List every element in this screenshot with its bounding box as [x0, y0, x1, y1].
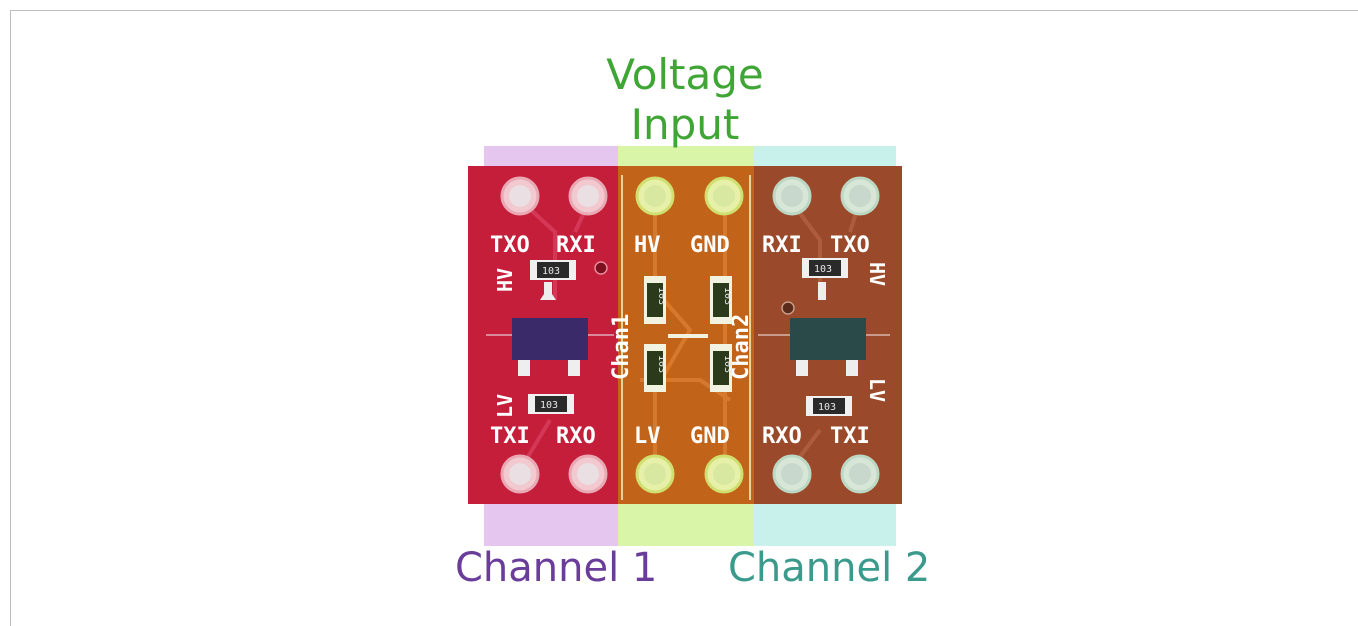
- resistor-right-bottom-code: 103: [818, 402, 836, 413]
- silk-right-lv: LV: [865, 378, 889, 402]
- silk-left-hv: HV: [493, 268, 517, 292]
- pin-label-bottom-rxo-left: RXO: [556, 424, 596, 449]
- pin-label-top-hv: HV: [634, 233, 661, 258]
- silk-chan2: Chan2: [729, 314, 754, 380]
- resistor-vertical-2-code: 103: [722, 287, 733, 305]
- silk-chan1: Chan1: [609, 314, 634, 380]
- resistor-right-bottom: 103: [806, 396, 852, 416]
- pin-top-gnd-hole: [713, 185, 735, 207]
- pin-top-rxi-left-hole: [577, 185, 599, 207]
- pin-label-bottom-rxo-right: RXO: [762, 424, 802, 449]
- pin-label-top-rxi-right: RXI: [762, 233, 802, 258]
- resistor-left-bottom: 103: [528, 394, 574, 414]
- resistor-right-top: 103: [802, 258, 848, 278]
- pin-bottom-txi-right-hole: [849, 463, 871, 485]
- pin-label-bottom-gnd: GND: [690, 424, 730, 449]
- pin-label-top-txo-right: TXO: [830, 233, 870, 258]
- channel1-label: Channel 1: [455, 545, 658, 591]
- resistor-vertical-4: 103: [710, 344, 733, 392]
- pin-top-txo-right-hole: [849, 185, 871, 207]
- pin-bottom-rxo-left-hole: [577, 463, 599, 485]
- resistor-left-top: 103: [530, 260, 576, 280]
- resistor-vertical-4-code: 103: [722, 355, 733, 373]
- pin-label-bottom-lv: LV: [634, 424, 661, 449]
- pin-bottom-lv-hole: [644, 463, 666, 485]
- pin-bottom-gnd-hole: [713, 463, 735, 485]
- resistor-vertical-2: 103: [710, 276, 733, 324]
- resistor-left-bottom-code: 103: [540, 400, 558, 411]
- resistor-right-top-code: 103: [814, 264, 832, 275]
- resistor-vertical-1: 103: [644, 276, 667, 324]
- pin-bottom-txi-left-hole: [509, 463, 531, 485]
- pin-bottom-rxo-right-hole: [781, 463, 803, 485]
- via-left: [594, 261, 608, 275]
- via-right: [781, 301, 795, 315]
- transistor-left: [512, 282, 588, 376]
- pin-label-top-gnd: GND: [690, 233, 730, 258]
- resistor-vertical-3-code: 103: [656, 355, 667, 373]
- transistor-right: [790, 282, 866, 376]
- silk-right-hv: HV: [865, 262, 889, 286]
- bottom-pin-row: [500, 454, 880, 494]
- resistor-vertical-3: 103: [644, 344, 667, 392]
- voltage-input-title: Voltage Input: [560, 50, 810, 150]
- pin-top-rxi-right-hole: [781, 185, 803, 207]
- resistor-left-top-code: 103: [542, 266, 560, 277]
- top-pin-row: [500, 176, 880, 216]
- voltage-title-line2: Input: [630, 100, 740, 149]
- pin-label-bottom-txi-left: TXI: [490, 424, 530, 449]
- resistor-vertical-1-code: 103: [656, 287, 667, 305]
- pin-top-hv-hole: [644, 185, 666, 207]
- frame-left-border: [10, 10, 11, 626]
- frame-top-border: [10, 10, 1358, 11]
- silk-left-lv: LV: [493, 394, 517, 418]
- pin-label-top-txo-left: TXO: [490, 233, 530, 258]
- pin-label-top-rxi-left: RXI: [556, 233, 596, 258]
- voltage-title-line1: Voltage: [606, 50, 764, 99]
- pin-label-bottom-txi-right: TXI: [830, 424, 870, 449]
- pin-top-txo-left-hole: [509, 185, 531, 207]
- channel2-label: Channel 2: [728, 545, 931, 591]
